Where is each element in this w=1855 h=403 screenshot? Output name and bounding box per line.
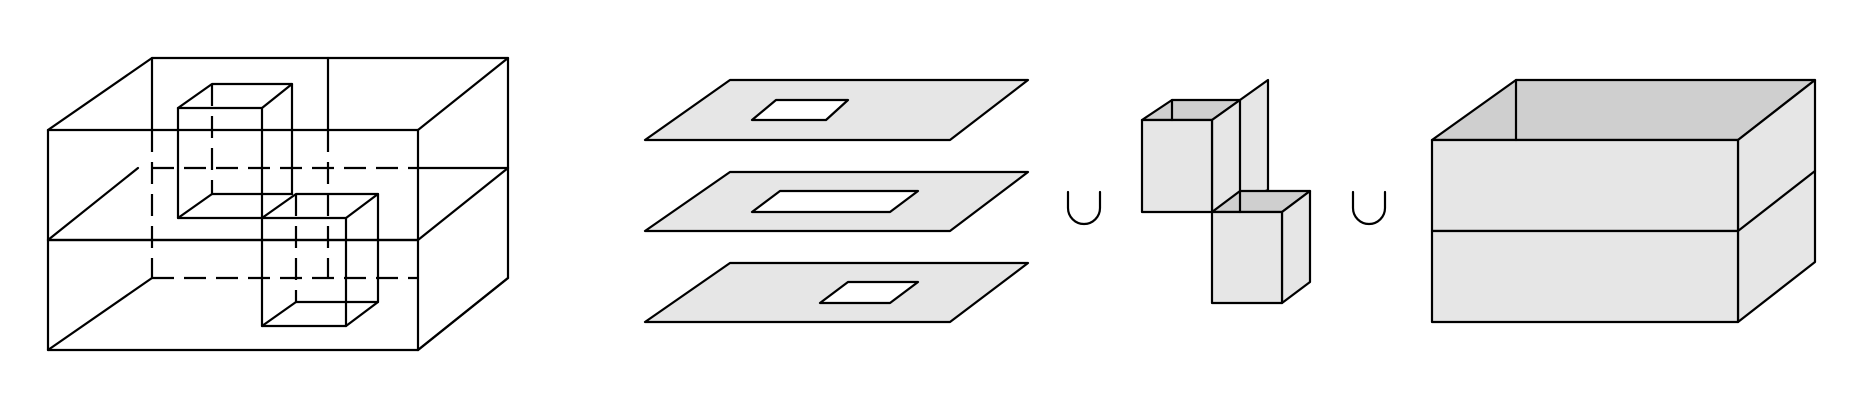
open-box-side-divider xyxy=(1736,169,1817,233)
slab-middle-hole xyxy=(750,189,920,214)
union-symbol-1 xyxy=(1066,190,1102,226)
box-mid-right-edge xyxy=(416,166,510,242)
slab-bottom-hole xyxy=(818,280,920,305)
cube-lower-side xyxy=(1280,189,1312,305)
inner-cube-lower-front xyxy=(260,216,348,328)
union-symbol-2 xyxy=(1351,190,1387,226)
inner-cube-lower-bottom-left xyxy=(260,300,298,328)
union-operator-2 xyxy=(1351,190,1387,226)
box-front-top-face xyxy=(46,128,420,242)
open-box-front-lower xyxy=(1430,229,1740,324)
inner-cube-upper-top xyxy=(176,82,294,110)
box-bottom-left-edge xyxy=(46,276,154,352)
open-box-front-upper xyxy=(1430,138,1740,233)
cube-upper-front xyxy=(1140,118,1214,214)
box-bottom-right-edge xyxy=(416,276,510,352)
open-box xyxy=(1430,78,1817,324)
cube-lower-front xyxy=(1210,210,1284,305)
slab-top-hole xyxy=(750,98,850,122)
slabs xyxy=(643,78,1030,324)
inner-cube-upper-front xyxy=(176,106,264,220)
box-mid-left-edge xyxy=(46,166,140,242)
cubes xyxy=(1140,78,1312,305)
composite-box xyxy=(46,56,510,352)
box-back-outline xyxy=(46,56,510,352)
inner-cube-upper-bottom-left xyxy=(176,192,214,220)
inner-cube-lower-top xyxy=(260,192,380,220)
box-front-bottom-face xyxy=(46,238,420,352)
union-operator-1 xyxy=(1066,190,1102,226)
box-top-right-edge xyxy=(416,56,510,132)
